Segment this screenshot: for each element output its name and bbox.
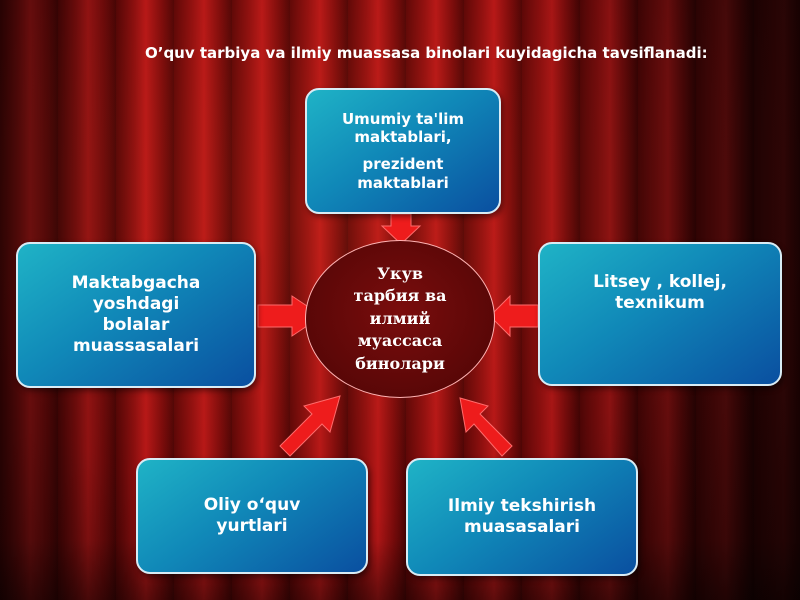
node-line: yoshdagi — [92, 293, 180, 314]
arrow-top-icon — [380, 213, 422, 245]
center-line: бинолари — [355, 353, 445, 373]
node-lyceum-college: Litsey , kollej, texnikum — [538, 242, 782, 386]
node-line: maktablari — [357, 173, 449, 192]
node-line: Litsey , kollej, — [593, 272, 727, 292]
node-line: maktablari, — [354, 128, 452, 147]
slide-title: O’quv tarbiya va ilmiy muassasa binolari… — [145, 44, 708, 62]
center-line: муассаса — [357, 331, 443, 351]
node-line: muasasalari — [464, 517, 580, 537]
central-concept-circle: Укув тарбия ва илмий муассаса бинолари — [305, 240, 495, 398]
node-line: bolalar — [102, 315, 170, 335]
node-research-institutions: Ilmiy tekshirish muasasalari — [406, 458, 638, 576]
center-line: Укув — [377, 264, 423, 284]
arrow-right-icon — [489, 294, 539, 338]
node-line: muassasalari — [72, 336, 200, 357]
node-line: prezident — [362, 155, 444, 173]
node-line: Oliy o‘quv — [203, 494, 301, 515]
node-line: yurtlari — [216, 516, 288, 536]
node-line: Umumiy ta'lim — [341, 109, 465, 128]
center-line: тарбия ва — [353, 286, 447, 306]
center-line: илмий — [369, 308, 431, 328]
arrow-bottom-left-icon — [279, 395, 341, 457]
node-higher-education: Oliy o‘quv yurtlari — [136, 458, 368, 574]
node-line: texnikum — [615, 293, 705, 314]
node-preschool-institutions: Maktabgacha yoshdagi bolalar muassasalar… — [16, 242, 256, 388]
arrow-bottom-right-icon — [459, 397, 513, 457]
node-line: Ilmiy tekshirish — [447, 495, 597, 516]
node-general-schools: Umumiy ta'lim maktablari, prezident makt… — [305, 88, 501, 214]
curtain-hem — [0, 540, 800, 600]
node-line: Maktabgacha — [71, 272, 201, 293]
